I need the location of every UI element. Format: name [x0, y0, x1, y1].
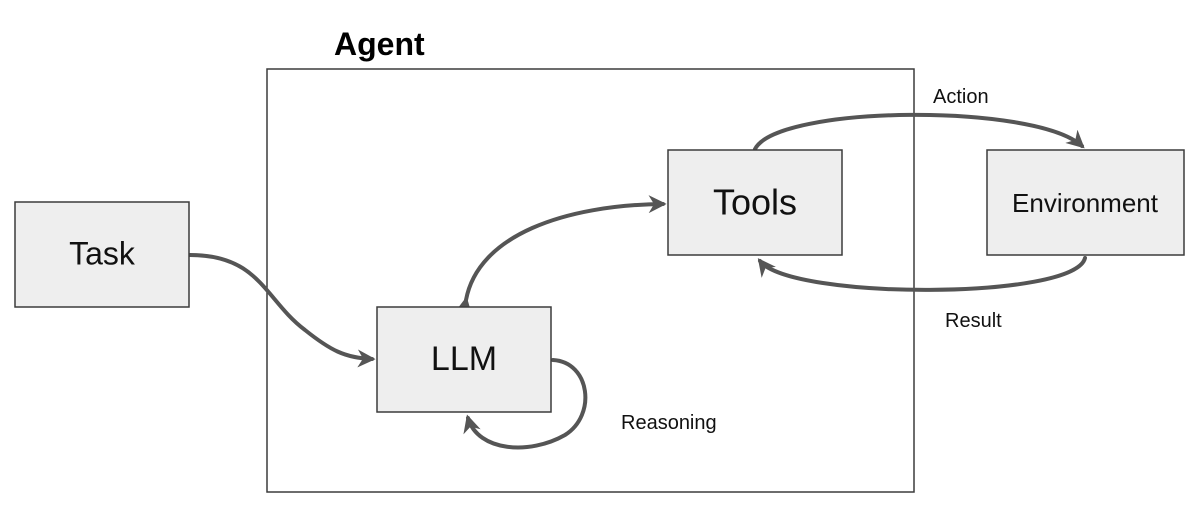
task-label: Task: [69, 235, 136, 271]
task-to-llm-arrow: [188, 253, 376, 368]
llm-box: [376, 306, 552, 413]
result-arrow: [757, 256, 1087, 292]
environment-node: Environment: [986, 149, 1185, 256]
llm-node: LLM: [376, 306, 552, 413]
environment-box: [986, 149, 1185, 256]
llm-tools-bidirectional-arrow: [454, 195, 667, 316]
reasoning-label: Reasoning: [621, 412, 717, 434]
task-box: [14, 201, 190, 308]
reasoning-loop-arrow: [463, 358, 588, 450]
agent-container: [266, 68, 915, 493]
result-label: Result: [945, 310, 1002, 332]
task-node: Task: [14, 201, 190, 308]
tools-node: Tools: [667, 149, 843, 256]
agent-title: Agent: [334, 26, 425, 62]
tools-label: Tools: [713, 182, 797, 223]
action-arrow: [753, 112, 1085, 151]
action-label: Action: [933, 86, 989, 108]
environment-label: Environment: [1012, 188, 1159, 218]
tools-box: [667, 149, 843, 256]
llm-label: LLM: [431, 340, 497, 378]
